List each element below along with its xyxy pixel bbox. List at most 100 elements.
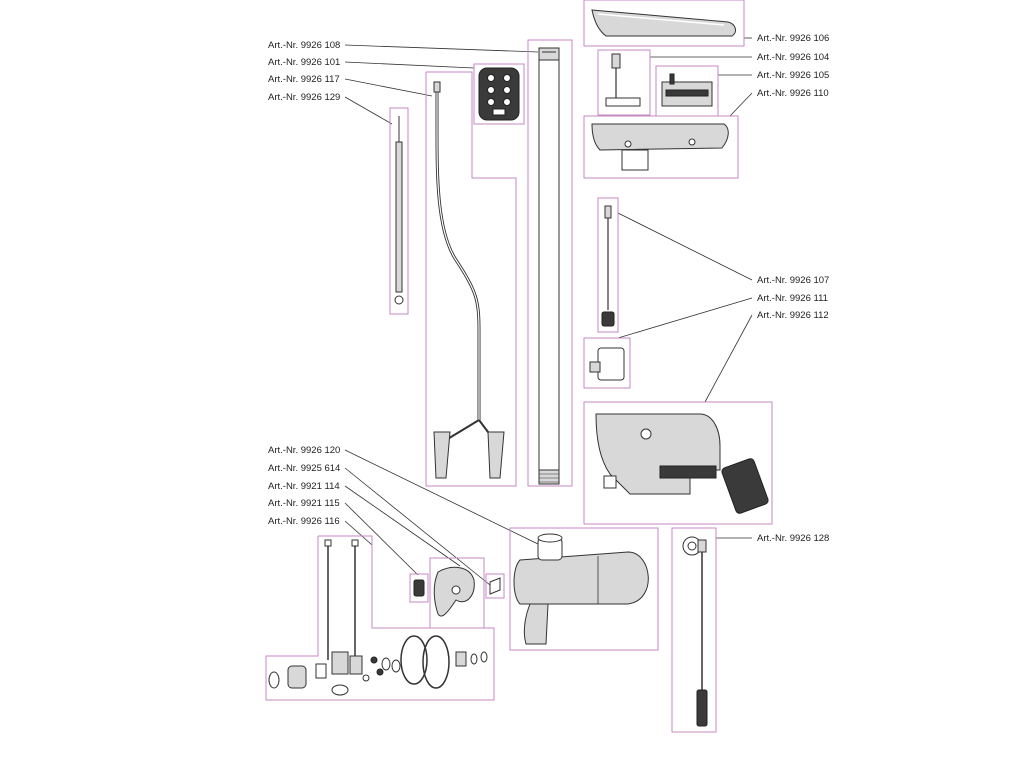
cable-tie-strip — [395, 141, 403, 293]
remote-button — [503, 74, 511, 82]
label-9926-111: Art.-Nr. 9926 111 — [757, 293, 828, 304]
remote-button — [487, 86, 495, 94]
clip — [331, 684, 349, 696]
frame-motor-unit — [509, 527, 659, 651]
leader-9926-110 — [729, 92, 753, 117]
label-9925-614: Art.-Nr. 9925 614 — [268, 463, 340, 474]
frame-prop-nut — [485, 573, 505, 599]
leader-9926-117 — [344, 78, 433, 97]
motor-neck-top — [537, 533, 563, 543]
leader-lines — [344, 37, 753, 586]
leader-9926-101 — [344, 61, 475, 69]
gear-block — [331, 651, 349, 675]
remote-button — [503, 98, 511, 106]
bushing — [455, 651, 467, 667]
label-9926-129: Art.-Nr. 9926 129 — [268, 92, 340, 103]
frame-sensor — [597, 49, 651, 116]
frame-battery-cable — [425, 71, 517, 487]
bracket-screw — [659, 465, 717, 479]
leader-9926-112 — [704, 314, 753, 403]
board-strip — [665, 89, 709, 97]
small-ring — [480, 651, 488, 663]
antenna-cable-drawing — [601, 205, 615, 327]
screw — [370, 656, 378, 664]
label-9926-104: Art.-Nr. 9926 104 — [757, 52, 829, 63]
shaft-top-cap — [538, 47, 560, 61]
housing-body — [591, 123, 729, 151]
propeller-drawing — [433, 566, 475, 617]
frame-top-cover — [583, 0, 745, 47]
screw — [376, 668, 384, 676]
rod-cap — [324, 539, 332, 547]
label-9926-120: Art.-Nr. 9926 120 — [268, 445, 340, 456]
antenna-plug — [604, 205, 612, 219]
collar-body — [597, 347, 625, 381]
motor-skeg — [523, 603, 549, 645]
small-ring — [470, 653, 478, 665]
leader-9921-115 — [344, 502, 419, 576]
battery-clamp-right — [487, 431, 505, 479]
battery-clamp-left — [433, 431, 451, 479]
mount-bracket-drawing — [595, 413, 769, 514]
small-ring — [381, 657, 391, 671]
frame-antenna-cable — [597, 197, 619, 333]
motor-body — [513, 551, 649, 605]
tiller-drawing — [682, 536, 708, 727]
collar-screw — [589, 361, 601, 373]
leader-9926-116 — [344, 520, 373, 546]
top-cover-drawing — [591, 9, 736, 37]
motor-unit-drawing — [513, 533, 649, 645]
tiller-grip — [696, 689, 708, 727]
head-housing-drawing — [591, 123, 729, 171]
frame-tiller — [671, 527, 717, 733]
shaft-tube — [538, 47, 560, 485]
antenna-connector — [601, 311, 615, 327]
pin-drawing — [413, 579, 425, 597]
label-9921-114: Art.-Nr. 9921 114 — [268, 481, 340, 492]
gear-block — [349, 655, 363, 675]
sensor-plug — [611, 53, 621, 69]
battery-cable-drawing — [433, 81, 505, 479]
bracket-knob — [603, 475, 617, 489]
leader-9926-129 — [344, 96, 393, 125]
remote-button — [503, 86, 511, 94]
label-9926-117: Art.-Nr. 9926 117 — [268, 74, 340, 85]
prop-nut-drawing — [489, 577, 501, 595]
cable-plug — [433, 81, 441, 93]
board-connector — [669, 73, 675, 85]
remote-button — [487, 74, 495, 82]
leader-9921-114 — [344, 485, 461, 567]
frame-remote — [473, 63, 525, 125]
prop-nut — [489, 577, 501, 595]
leader-9926-108 — [344, 44, 539, 53]
leader-9925-614 — [344, 467, 491, 586]
label-9926-128: Art.-Nr. 9926 128 — [757, 533, 829, 544]
label-9921-115: Art.-Nr. 9921 115 — [268, 498, 340, 509]
screw — [362, 674, 370, 682]
small-ring — [391, 659, 401, 673]
frame-shaft — [527, 39, 573, 487]
frame-cable-tie — [389, 107, 409, 315]
sensor-drawing — [605, 53, 641, 107]
rod-cap — [351, 539, 359, 547]
label-9926-116: Art.-Nr. 9926 116 — [268, 516, 340, 527]
o-ring — [422, 635, 450, 689]
leader-9926-107 — [617, 212, 753, 281]
sensor-base — [605, 97, 641, 107]
remote-control-drawing — [478, 67, 520, 121]
tiller-joint — [697, 539, 707, 553]
label-9926-106: Art.-Nr. 9926 106 — [757, 33, 829, 44]
o-ring — [400, 635, 428, 685]
part-frames — [265, 0, 773, 733]
spacer — [315, 663, 327, 679]
shaft-drawing — [538, 47, 560, 485]
label-9926-108: Art.-Nr. 9926 108 — [268, 40, 340, 51]
control-board-drawing — [661, 73, 713, 107]
label-9926-112: Art.-Nr. 9926 112 — [757, 310, 829, 321]
washer — [268, 671, 280, 689]
frame-head-housing — [583, 115, 739, 179]
frame-pin — [409, 573, 429, 603]
drive-pin — [413, 579, 425, 597]
housing-neck — [621, 149, 649, 171]
